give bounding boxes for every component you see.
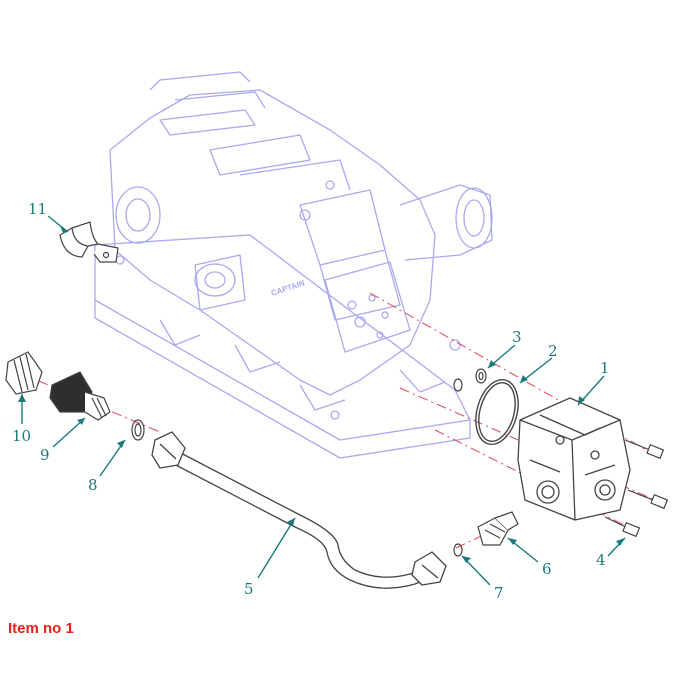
callout-label-11: 11 <box>28 200 47 218</box>
callout-leaders <box>21 215 626 586</box>
seal-ring-part-8 <box>131 419 145 441</box>
callout-label-3: 3 <box>512 328 522 346</box>
quick-coupler-part-9 <box>49 371 111 421</box>
adapter-fitting-part-6 <box>477 511 519 546</box>
callout-arrowheads <box>18 226 625 563</box>
bolts-part-4 <box>604 439 669 538</box>
leader-11 <box>47 215 69 233</box>
callout-label-1: 1 <box>600 359 610 377</box>
callout-numbers: 1 2 3 4 5 6 7 8 9 10 11 <box>12 200 610 602</box>
dust-cap-part-10 <box>5 351 43 395</box>
leader-9 <box>52 417 86 448</box>
callout-label-4: 4 <box>596 551 606 569</box>
leader-5 <box>257 517 296 579</box>
callout-label-6: 6 <box>542 560 552 578</box>
hydraulic-housing-outline <box>94 71 493 459</box>
pipe-assembly-part-5 <box>151 431 447 589</box>
seals-part-3 <box>453 368 487 392</box>
item-caption: Item no 1 <box>8 620 74 637</box>
callout-label-9: 9 <box>40 446 50 464</box>
pipe-clamp-part-11 <box>59 221 119 263</box>
axis-line-middle <box>399 387 656 501</box>
bolt-lower <box>604 516 641 538</box>
bolt-upper <box>624 439 665 460</box>
o-ring-part-2 <box>475 379 519 445</box>
callout-label-8: 8 <box>88 476 98 494</box>
housing-brand-label: CAPTAIN <box>270 278 306 297</box>
bolt-middle <box>627 489 669 510</box>
valve-block-part-1 <box>517 397 631 521</box>
callout-label-10: 10 <box>12 427 31 445</box>
callout-label-2: 2 <box>548 342 558 360</box>
callout-label-7: 7 <box>494 584 504 602</box>
callout-label-5: 5 <box>244 580 254 598</box>
washer-part-7 <box>453 543 463 557</box>
